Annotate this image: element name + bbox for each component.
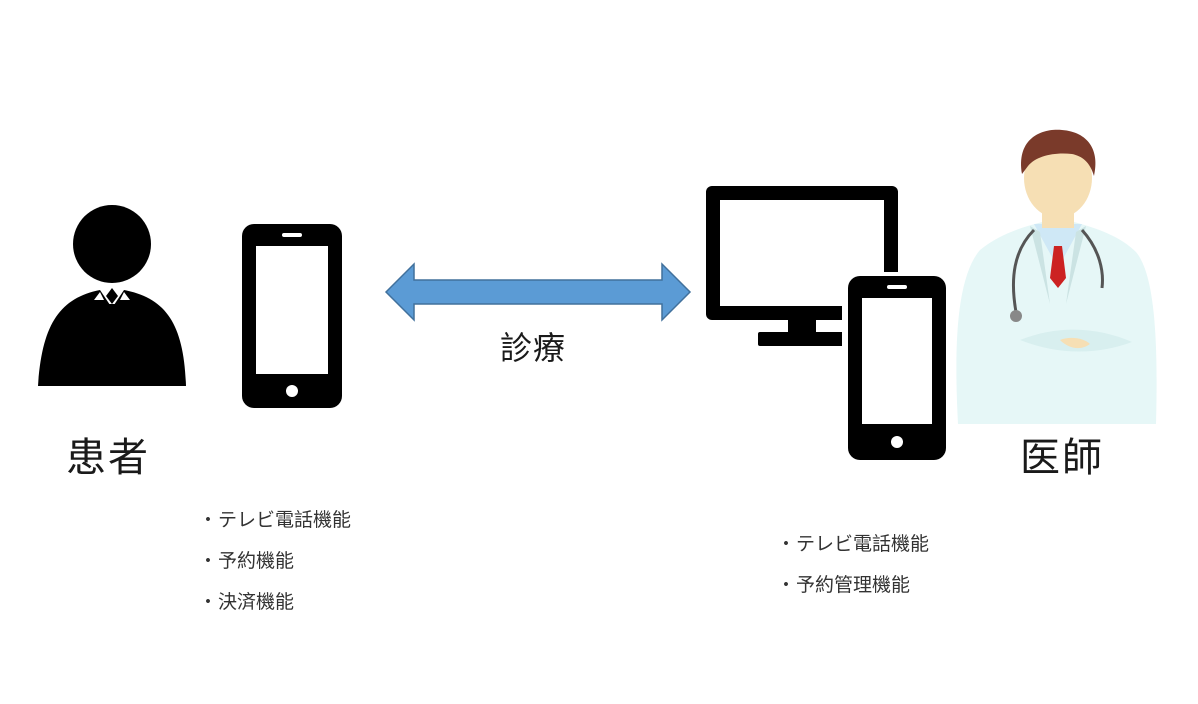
feature-text: 予約機能 bbox=[218, 550, 295, 572]
bullet: ・ bbox=[198, 591, 218, 613]
doctor-label: 医師 bbox=[1020, 435, 1104, 481]
double-arrow-icon bbox=[384, 262, 692, 322]
patient-smartphone-icon bbox=[242, 224, 342, 408]
patient-feature-list: ・テレビ電話機能 ・予約機能 ・決済機能 bbox=[198, 500, 351, 623]
list-item: ・決済機能 bbox=[198, 582, 351, 623]
patient-label: 患者 bbox=[66, 435, 150, 481]
doctor-icon bbox=[956, 129, 1157, 424]
feature-text: テレビ電話機能 bbox=[796, 533, 930, 555]
bullet: ・ bbox=[776, 574, 796, 596]
list-item: ・予約機能 bbox=[198, 541, 351, 582]
list-item: ・テレビ電話機能 bbox=[198, 500, 351, 541]
list-item: ・予約管理機能 bbox=[776, 565, 929, 606]
connection-label: 診療 bbox=[500, 329, 567, 367]
bullet: ・ bbox=[198, 550, 218, 572]
doctor-smartphone-icon bbox=[842, 272, 952, 462]
person-icon bbox=[38, 205, 186, 386]
doctor-feature-list: ・テレビ電話機能 ・予約管理機能 bbox=[776, 524, 929, 606]
bullet: ・ bbox=[198, 509, 218, 531]
list-item: ・テレビ電話機能 bbox=[776, 524, 929, 565]
feature-text: 予約管理機能 bbox=[796, 574, 911, 596]
bullet: ・ bbox=[776, 533, 796, 555]
feature-text: 決済機能 bbox=[218, 591, 295, 613]
feature-text: テレビ電話機能 bbox=[218, 509, 352, 531]
